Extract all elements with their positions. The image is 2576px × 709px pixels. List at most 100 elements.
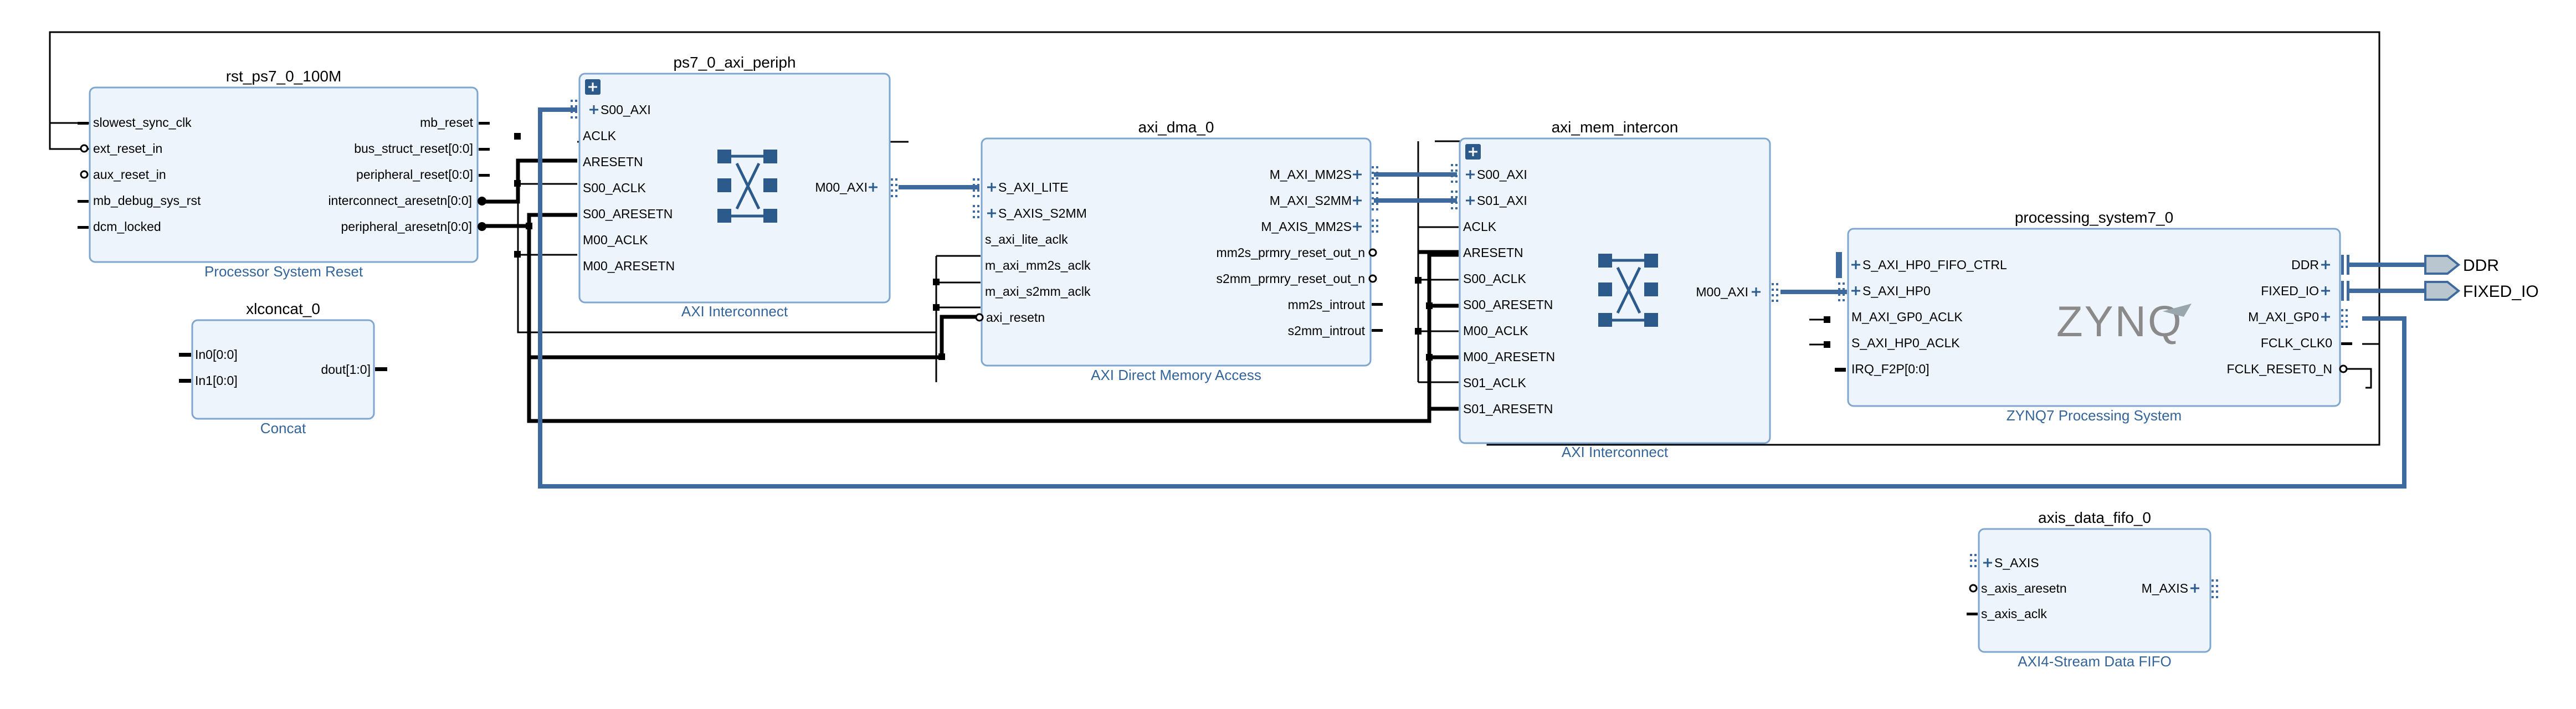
port-label: S01_ACLK	[1463, 376, 1526, 390]
plus-icon[interactable]	[1466, 196, 1475, 205]
bus-port-icon[interactable]	[1970, 554, 1977, 567]
port-pin[interactable]	[179, 353, 191, 357]
port-pin[interactable]	[1368, 248, 1377, 257]
bus-port-icon[interactable]	[1372, 166, 1378, 233]
port-pin[interactable]	[479, 174, 490, 177]
block-xlconcat[interactable]: xlconcat_0 Concat In0[0:0] In1[0:0] dout…	[179, 300, 387, 436]
bus-port-icon[interactable]	[1772, 283, 1778, 302]
port-label: ACLK	[583, 129, 617, 143]
port-label: In0[0:0]	[195, 347, 238, 362]
plus-icon[interactable]	[2190, 584, 2199, 593]
port-label: S00_ARESETN	[583, 207, 673, 221]
plus-icon[interactable]	[987, 209, 996, 218]
bus-port-icon[interactable]	[891, 178, 897, 197]
bus-port-icon[interactable]	[1838, 282, 1845, 301]
bus-port-icon[interactable]	[2341, 309, 2348, 328]
port-pin[interactable]	[78, 122, 89, 125]
port-pin[interactable]	[375, 367, 387, 371]
port-label: S_AXI_HP0_ACLK	[1851, 336, 1960, 350]
port-pin[interactable]	[1835, 368, 1846, 372]
port-pin[interactable]	[2347, 255, 2349, 275]
port-pin[interactable]	[479, 122, 490, 125]
plus-icon[interactable]	[2321, 286, 2330, 295]
port-pin[interactable]	[2339, 364, 2348, 373]
port-pin[interactable]	[1368, 274, 1377, 283]
plus-icon[interactable]	[2321, 312, 2330, 321]
port-label: S_AXIS	[1994, 556, 2039, 570]
wire-fclk-reset0[interactable]	[2346, 368, 2372, 389]
block-title: processing_system7_0	[2015, 209, 2173, 226]
port-label: s2mm_prmry_reset_out_n	[1217, 271, 1365, 286]
port-label: mm2s_prmry_reset_out_n	[1217, 245, 1365, 260]
port-pin[interactable]	[1372, 329, 1383, 332]
port-pin[interactable]	[2341, 342, 2352, 345]
external-port-fixed-io[interactable]: FIXED_IO	[2424, 281, 2539, 301]
interconnect-icon	[717, 150, 777, 223]
port-pin[interactable]	[80, 144, 89, 153]
port-pin[interactable]	[80, 170, 89, 179]
port-pin[interactable]	[2341, 255, 2344, 275]
block-ps7-axi-periph[interactable]: ps7_0_axi_periph AXI Interconnect S00_AX…	[571, 54, 897, 320]
plus-icon[interactable]	[2321, 260, 2330, 269]
block-rst-ps7[interactable]: rst_ps7_0_100M Processor System Reset sl…	[78, 68, 490, 280]
port-label: peripheral_reset[0:0]	[356, 167, 473, 182]
plus-icon[interactable]	[589, 105, 598, 114]
interconnect-icon	[1598, 254, 1658, 327]
plus-icon[interactable]	[869, 183, 878, 192]
port-label: FIXED_IO	[2261, 284, 2319, 298]
bus-port-icon[interactable]	[1451, 164, 1458, 209]
plus-icon[interactable]	[1851, 260, 1860, 269]
port-pin[interactable]	[1967, 613, 1978, 615]
bus-port-icon[interactable]	[571, 100, 577, 119]
port-label: ACLK	[1463, 219, 1497, 234]
plus-icon[interactable]	[1353, 196, 1362, 205]
port-label: DDR	[2291, 258, 2319, 272]
port-pin[interactable]	[479, 148, 490, 151]
port-label: ext_reset_in	[93, 141, 162, 156]
port-pin[interactable]	[1969, 584, 1978, 593]
external-port-ddr[interactable]: DDR	[2424, 255, 2499, 275]
wire-fclk-clk0[interactable]	[49, 31, 2380, 446]
block-axi-dma[interactable]: axi_dma_0 AXI Direct Memory Access S_AXI…	[973, 119, 1383, 383]
block-axi-mem-intercon[interactable]: axi_mem_intercon AXI Interconnect S00_AX…	[1451, 119, 1778, 460]
port-label: M_AXI_MM2S	[1270, 167, 1352, 182]
block-processing-system7[interactable]: processing_system7_0 ZYNQ7 Processing Sy…	[1835, 209, 2352, 424]
plus-icon[interactable]	[1353, 170, 1362, 179]
bus-m-axi-gp0[interactable]	[538, 107, 2406, 489]
block-title: ps7_0_axi_periph	[673, 54, 796, 71]
port-label: interconnect_aresetn[0:0]	[328, 193, 472, 208]
port-pin[interactable]	[2341, 281, 2344, 301]
port-pin[interactable]	[78, 200, 89, 203]
port-pin[interactable]	[1372, 303, 1383, 306]
port-pin[interactable]	[78, 226, 89, 229]
block-title: axis_data_fifo_0	[2038, 509, 2151, 526]
port-pin[interactable]	[478, 222, 486, 231]
bus-port-icon[interactable]	[973, 178, 979, 218]
wire-ext-reset[interactable]	[49, 123, 90, 150]
bus-port-icon[interactable]	[2211, 579, 2218, 598]
plus-icon[interactable]	[1353, 222, 1362, 231]
block-axis-data-fifo[interactable]: axis_data_fifo_0 AXI4-Stream Data FIFO S…	[1967, 509, 2218, 670]
port-label: M00_AXI	[1696, 285, 1748, 299]
expand-button[interactable]	[1465, 144, 1481, 160]
port-pin[interactable]	[478, 197, 486, 205]
zynq-logo: ZYNQ	[2056, 297, 2192, 346]
port-label: axi_resetn	[986, 310, 1045, 325]
port-pin[interactable]	[975, 313, 984, 322]
plus-icon[interactable]	[1851, 286, 1860, 295]
expand-button[interactable]	[585, 79, 601, 95]
external-port-label: FIXED_IO	[2463, 282, 2539, 301]
port-pin[interactable]	[1839, 252, 1842, 278]
plus-icon[interactable]	[1466, 170, 1475, 179]
port-label: M_AXIS_MM2S	[1261, 219, 1352, 234]
plus-icon[interactable]	[987, 183, 996, 192]
port-label: S_AXI_LITE	[998, 180, 1069, 194]
port-pin[interactable]	[2347, 281, 2349, 301]
wire-junctions	[514, 133, 1830, 361]
port-pin[interactable]	[179, 379, 191, 383]
port-label: dcm_locked	[93, 219, 161, 234]
plus-icon[interactable]	[1983, 558, 1992, 567]
plus-icon[interactable]	[1752, 287, 1761, 296]
right-ports: mb_reset bus_struct_reset[0:0] periphera…	[328, 115, 490, 234]
